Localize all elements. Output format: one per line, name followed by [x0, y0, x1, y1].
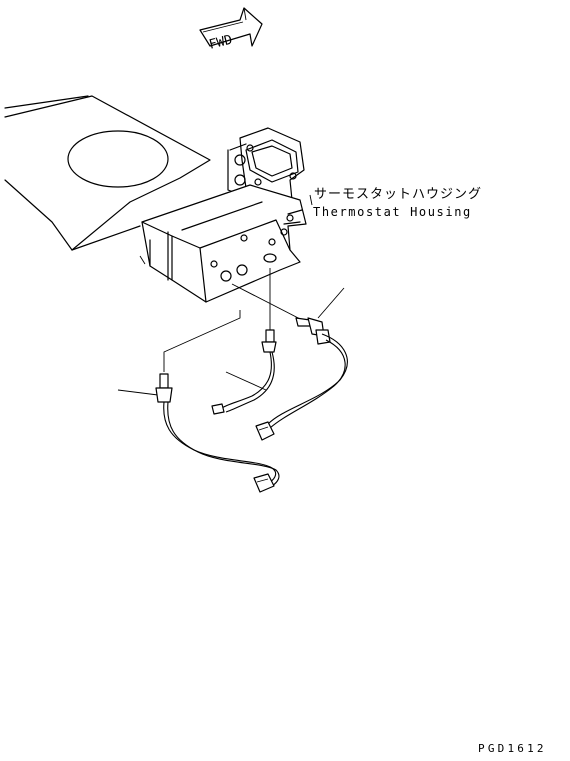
drawing-code: PGD1612	[478, 742, 547, 755]
sensor-middle	[211, 329, 277, 415]
frame-plate	[4, 95, 211, 251]
thermostat-label-en: Thermostat Housing	[313, 205, 472, 219]
fwd-arrow: FWD	[199, 7, 263, 53]
fwd-label: FWD	[208, 33, 235, 53]
sensor-right	[255, 317, 348, 441]
leader-lines	[117, 268, 345, 396]
engine-block	[139, 184, 307, 303]
thermostat-label-jp: サーモスタットハウジング	[314, 187, 482, 202]
thermostat-callout: サーモスタットハウジング Thermostat Housing	[309, 187, 482, 219]
sensor-left	[155, 373, 280, 493]
